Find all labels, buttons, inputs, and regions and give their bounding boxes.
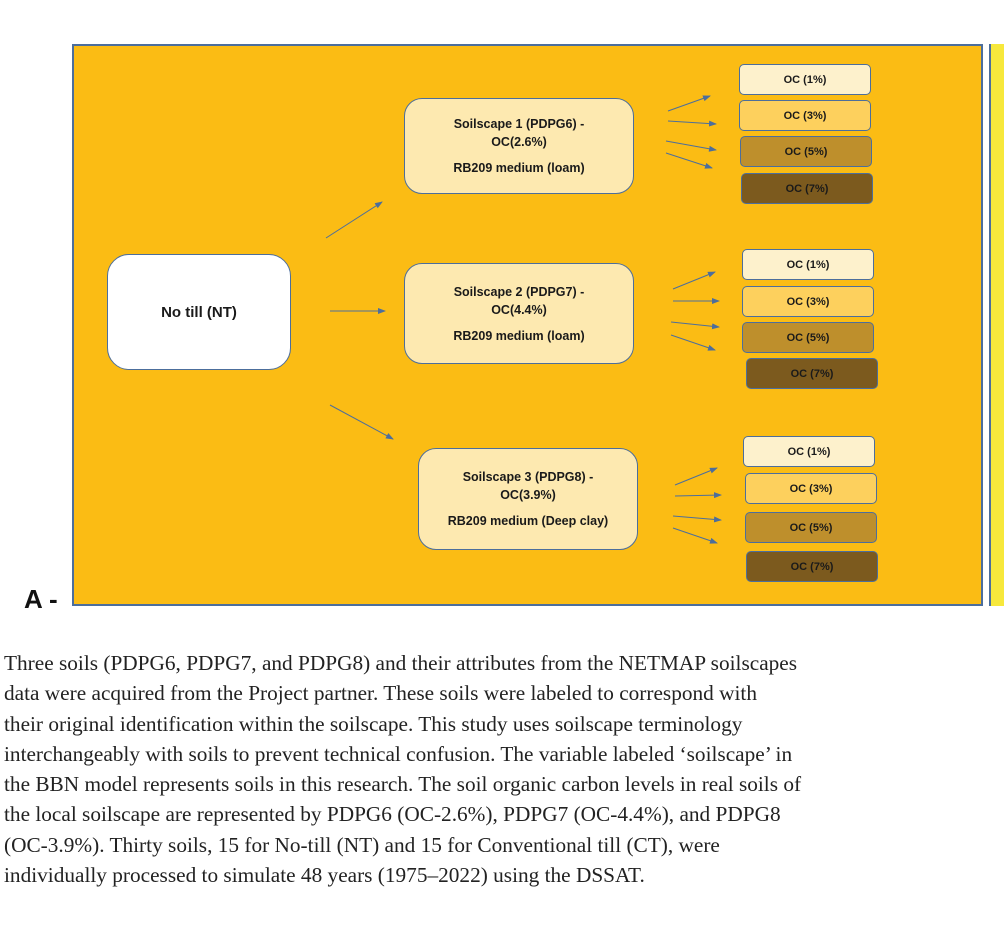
s2-oc-1-box: OC (1%): [742, 249, 874, 280]
s1-oc-3-box: OC (3%): [739, 100, 871, 131]
s3-oc-3-box: OC (3%): [745, 473, 877, 504]
soilscape-1-texture: RB209 medium (loam): [453, 161, 585, 175]
s3-oc-7-label: OC (7%): [790, 560, 834, 573]
soilscape-2-texture: RB209 medium (loam): [453, 328, 585, 343]
soilscape-2-node: Soilscape 2 (PDPG7) - OC(4.4%) RB209 med…: [404, 263, 634, 364]
soilscape-3-oc: OC(3.9%): [500, 488, 556, 502]
s2-oc-5-label: OC (5%): [786, 331, 830, 344]
s1-oc-1-label: OC (1%): [783, 73, 827, 86]
s2-oc-5-box: OC (5%): [742, 322, 874, 353]
soilscape-1-title: Soilscape 1 (PDPG6) -: [453, 117, 585, 131]
s1-oc-3-label: OC (3%): [783, 109, 827, 122]
s3-oc-5-label: OC (5%): [789, 521, 833, 534]
caption-line: individually processed to simulate 48 ye…: [4, 863, 645, 888]
s2-oc-7-label: OC (7%): [790, 367, 834, 380]
s1-oc-5-label: OC (5%): [784, 145, 828, 158]
s2-oc-1-label: OC (1%): [786, 258, 830, 271]
soilscape-3-texture: RB209 medium (Deep clay): [447, 514, 609, 528]
side-strip: [989, 44, 1004, 606]
caption-line: Three soils (PDPG6, PDPG7, and PDPG8) an…: [4, 651, 798, 675]
caption-line: (OC-3.9%). Thirty soils, 15 for No-till …: [4, 832, 720, 857]
caption-line: data were acquired from the Project part…: [4, 681, 758, 706]
soilscape-3-node: Soilscape 3 (PDPG8) - OC(3.9%) RB209 med…: [418, 448, 638, 550]
s1-oc-1-box: OC (1%): [739, 64, 871, 95]
no-till-node: No till (NT): [107, 254, 291, 370]
soilscape-1-node: Soilscape 1 (PDPG6) - OC(2.6%) RB209 med…: [404, 98, 634, 194]
s2-oc-3-label: OC (3%): [786, 295, 830, 308]
s1-oc-7-label: OC (7%): [785, 182, 829, 195]
s3-oc-7-box: OC (7%): [746, 551, 878, 582]
soilscape-3-title: Soilscape 3 (PDPG8) -: [462, 470, 594, 484]
soilscape-1-oc: OC(2.6%): [491, 135, 547, 149]
s3-oc-3-label: OC (3%): [789, 482, 833, 495]
panel-label: A -: [24, 584, 58, 614]
caption-line: interchangeably with soils to prevent te…: [4, 741, 793, 766]
caption-line: the local soilscape are represented by P…: [4, 802, 781, 827]
caption-line: their original identification within the…: [4, 711, 743, 736]
no-till-label: No till (NT): [161, 303, 237, 321]
s1-oc-7-box: OC (7%): [741, 173, 873, 204]
s3-oc-1-box: OC (1%): [743, 436, 875, 467]
caption-paragraph: Three soils (PDPG6, PDPG7, and PDPG8) an…: [4, 648, 1004, 890]
s2-oc-3-box: OC (3%): [742, 286, 874, 317]
s2-oc-7-box: OC (7%): [746, 358, 878, 389]
s3-oc-1-label: OC (1%): [787, 445, 831, 458]
caption-line: the BBN model represents soils in this r…: [4, 772, 802, 797]
soilscape-2-title: Soilscape 2 (PDPG7) -: [453, 284, 585, 299]
s3-oc-5-box: OC (5%): [745, 512, 877, 543]
s1-oc-5-box: OC (5%): [740, 136, 872, 167]
soilscape-2-oc: OC(4.4%): [491, 302, 547, 317]
